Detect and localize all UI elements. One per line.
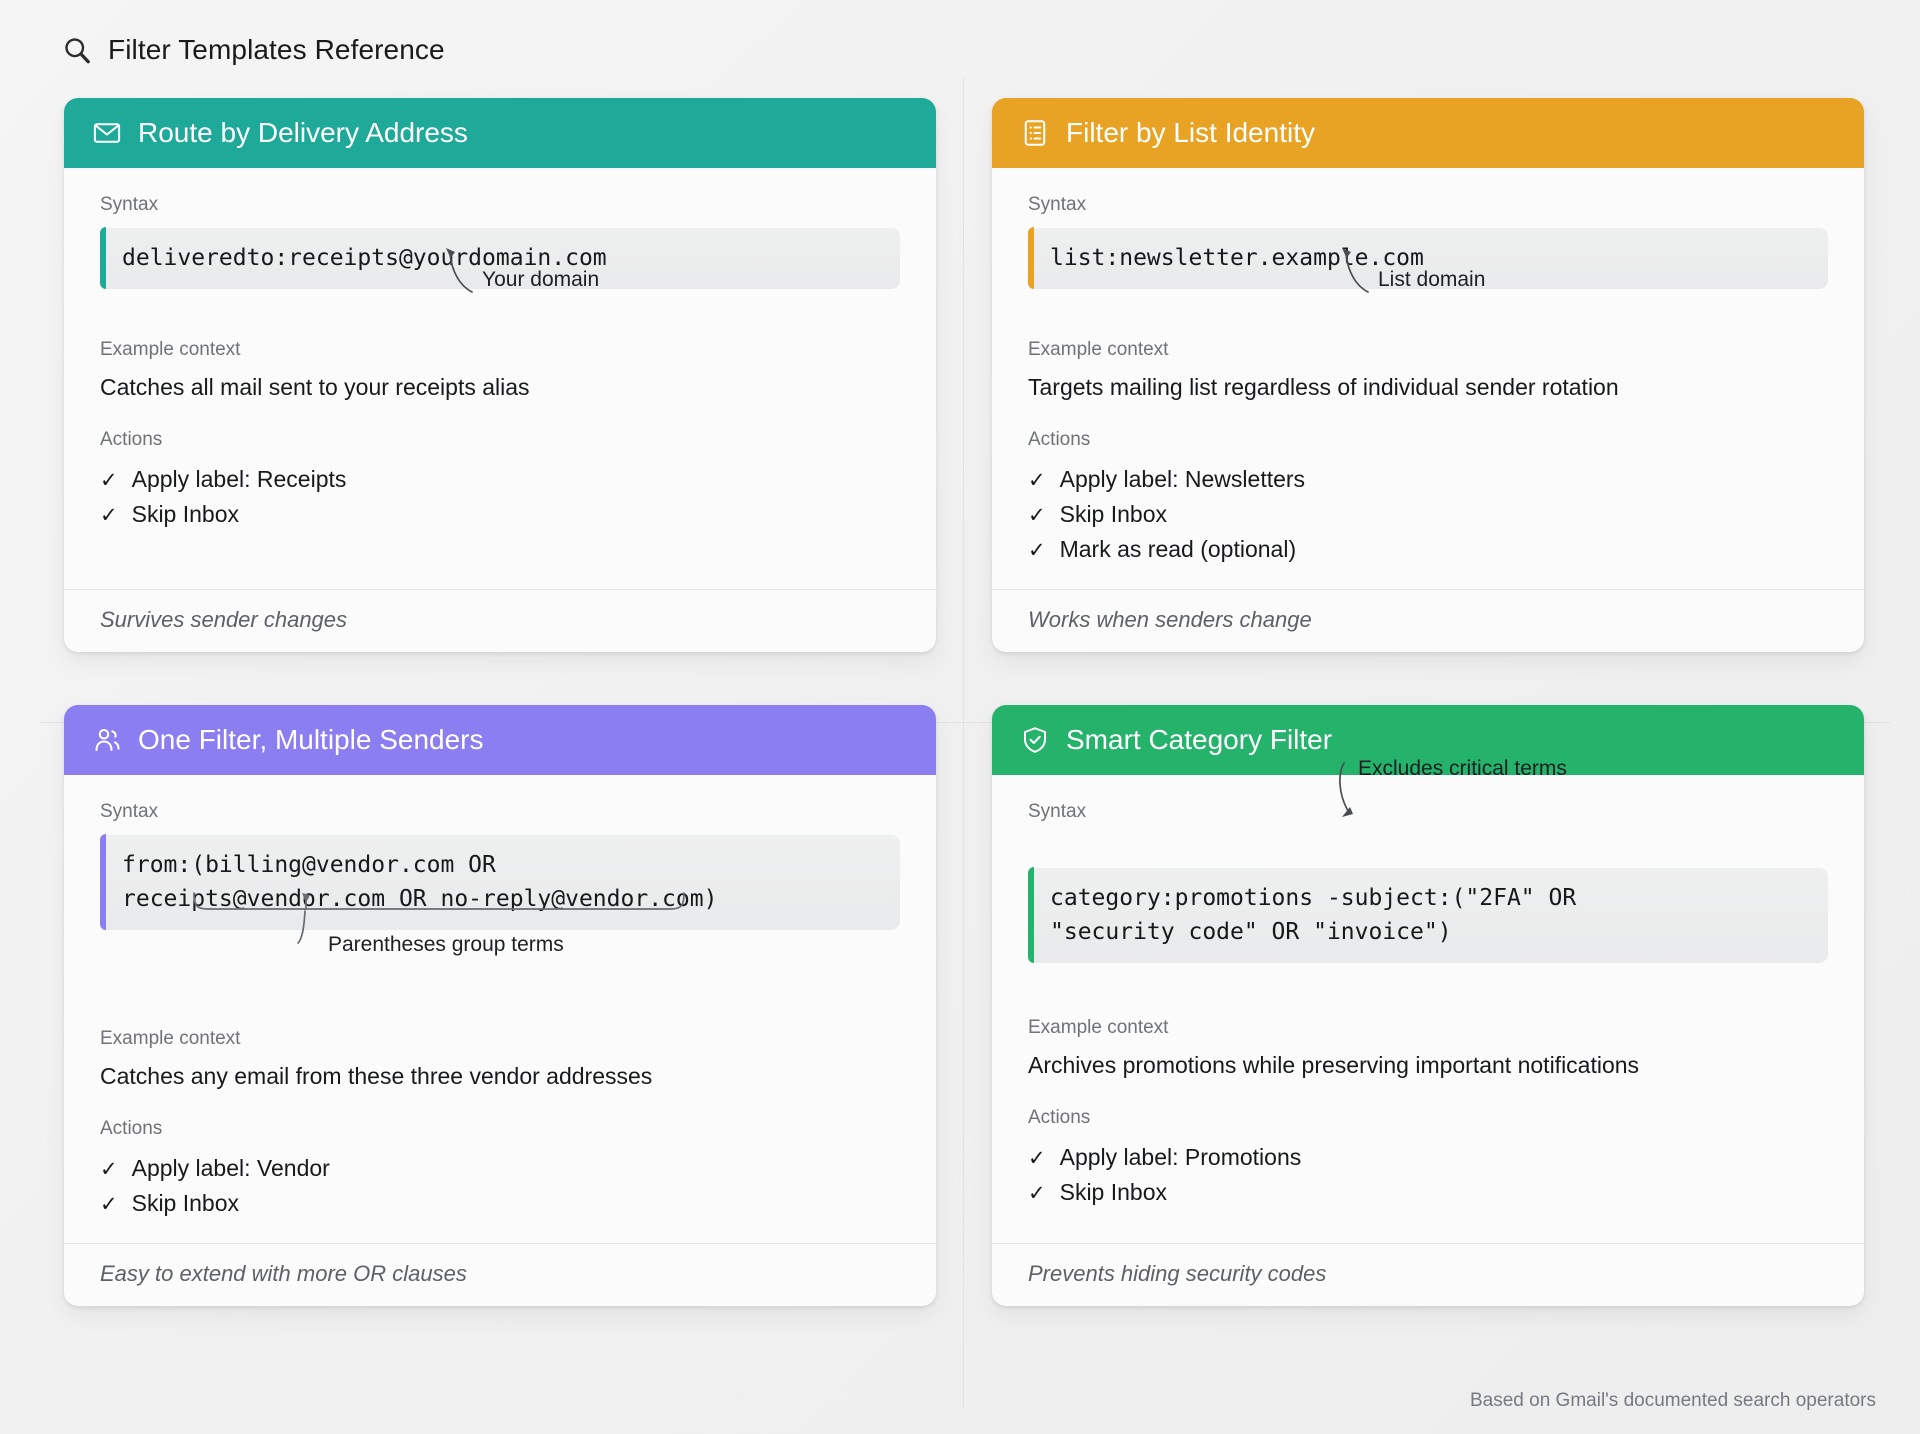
card-body: Syntax list:newsletter.example.com List …	[992, 168, 1864, 589]
check-icon: ✓	[100, 469, 118, 493]
syntax-label: Syntax	[1028, 194, 1087, 215]
card-body: Syntax from:(billing@vendor.com OR recei…	[64, 775, 936, 1243]
syntax-block: list:newsletter.example.com	[1028, 227, 1828, 290]
action-item: ✓ Skip Inbox	[1028, 497, 1828, 532]
action-label: Skip Inbox	[1059, 501, 1168, 528]
card-footer: Works when senders change	[992, 588, 1864, 652]
card-body: Syntax deliveredto:receipts@yourdomain.c…	[64, 168, 936, 589]
card-route-by-delivery-address[interactable]: Route by Delivery Address Syntax deliver…	[64, 98, 936, 652]
card-body: Syntax Excludes critical terms category:…	[992, 757, 1864, 1243]
syntax-label: Syntax	[1028, 800, 1087, 822]
syntax-code[interactable]: deliveredto:receipts@yourdomain.com	[100, 227, 900, 290]
page-title: Filter Templates Reference	[108, 34, 445, 65]
action-label: Skip Inbox	[1059, 1179, 1168, 1205]
card-title: Smart Category Filter	[1066, 723, 1333, 755]
check-icon: ✓	[100, 504, 118, 528]
action-item: ✓ Skip Inbox	[1028, 1175, 1828, 1210]
action-label: Skip Inbox	[131, 501, 240, 528]
actions-label: Actions	[1028, 429, 1091, 451]
check-icon: ✓	[1028, 469, 1046, 493]
syntax-code[interactable]: list:newsletter.example.com	[1028, 227, 1828, 290]
syntax-label: Syntax	[100, 800, 159, 822]
search-icon	[62, 35, 92, 65]
actions-label: Actions	[1028, 1107, 1091, 1129]
card-header: Route by Delivery Address	[64, 98, 936, 168]
example-context-text: Archives promotions while preserving imp…	[1028, 1052, 1640, 1078]
action-label: Apply label: Promotions	[1059, 1144, 1302, 1171]
syntax-code[interactable]: category:promotions -subject:("2FA" OR "…	[1028, 866, 1828, 963]
card-footer: Survives sender changes	[64, 588, 936, 652]
example-context-label: Example context	[1028, 1017, 1169, 1038]
example-context-block: Example context Archives promotions whil…	[1028, 1017, 1828, 1081]
check-icon: ✓	[1028, 538, 1046, 562]
check-icon: ✓	[100, 1158, 118, 1182]
action-item: ✓ Apply label: Promotions	[1028, 1140, 1828, 1175]
action-label: Apply label: Vendor	[131, 1155, 330, 1182]
source-caption: Based on Gmail's documented search opera…	[1469, 1390, 1876, 1411]
action-item: ✓ Skip Inbox	[100, 1186, 900, 1221]
example-context-block: Example context Catches any email from t…	[100, 1028, 900, 1092]
action-label: Mark as read (optional)	[1059, 535, 1297, 562]
card-header: One Filter, Multiple Senders	[64, 704, 936, 775]
example-context-label: Example context	[100, 339, 241, 361]
actions-block: Actions ✓ Apply label: Newsletters ✓ Ski…	[1028, 429, 1828, 589]
card-title: Filter by List Identity	[1066, 117, 1315, 148]
action-item: ✓ Apply label: Receipts	[100, 462, 900, 497]
actions-block: Actions ✓ Apply label: Promotions ✓ Skip…	[1028, 1107, 1828, 1232]
actions-block: Actions ✓ Apply label: Receipts ✓ Skip I…	[100, 429, 900, 554]
action-label: Apply label: Receipts	[131, 466, 347, 493]
card-smart-category-filter[interactable]: Smart Category Filter Syntax Excludes cr…	[992, 704, 1864, 1306]
envelope-icon	[92, 118, 122, 148]
actions-block: Actions ✓ Apply label: Vendor ✓ Skip Inb…	[100, 1118, 900, 1243]
syntax-code[interactable]: from:(billing@vendor.com OR receipts@ven…	[100, 833, 900, 930]
example-context-label: Example context	[100, 1028, 241, 1049]
example-context-label: Example context	[1028, 339, 1169, 361]
example-context-block: Example context Catches all mail sent to…	[100, 339, 900, 403]
card-title: Route by Delivery Address	[138, 117, 468, 148]
check-icon: ✓	[1028, 1147, 1046, 1171]
users-icon	[92, 725, 122, 755]
grid-divider-vertical	[963, 78, 964, 1408]
syntax-block: from:(billing@vendor.com OR receipts@ven…	[100, 833, 900, 930]
card-header: Smart Category Filter	[992, 704, 1864, 775]
card-one-filter-multiple-senders[interactable]: One Filter, Multiple Senders Syntax from…	[64, 704, 936, 1306]
example-context-text: Catches any email from these three vendo…	[100, 1063, 653, 1089]
action-item: ✓ Skip Inbox	[100, 497, 900, 532]
syntax-label: Syntax	[100, 194, 159, 215]
cards-grid: Route by Delivery Address Syntax deliver…	[64, 98, 1864, 1306]
example-context-text: Targets mailing list regardless of indiv…	[1028, 374, 1619, 401]
action-item: ✓ Apply label: Vendor	[100, 1151, 900, 1186]
example-context-text: Catches all mail sent to your receipts a…	[100, 374, 530, 401]
grid-divider-horizontal	[40, 722, 1890, 723]
card-footer: Easy to extend with more OR clauses	[64, 1242, 936, 1306]
check-icon: ✓	[1028, 1182, 1046, 1205]
example-context-block: Example context Targets mailing list reg…	[1028, 339, 1828, 403]
action-item: ✓ Apply label: Newsletters	[1028, 462, 1828, 497]
shield-check-icon	[1020, 725, 1050, 755]
action-label: Skip Inbox	[131, 1190, 240, 1216]
actions-label: Actions	[100, 429, 163, 451]
action-item: ✓ Mark as read (optional)	[1028, 532, 1828, 567]
annotation-label: Parentheses group terms	[328, 932, 564, 956]
actions-label: Actions	[100, 1118, 163, 1140]
syntax-block: category:promotions -subject:("2FA" OR "…	[1028, 866, 1828, 963]
syntax-block: deliveredto:receipts@yourdomain.com	[100, 227, 900, 290]
card-title: One Filter, Multiple Senders	[138, 723, 484, 755]
check-icon: ✓	[100, 1193, 118, 1216]
page-header: Filter Templates Reference	[62, 28, 445, 72]
list-document-icon	[1020, 118, 1050, 148]
card-footer: Prevents hiding security codes	[992, 1242, 1864, 1306]
action-label: Apply label: Newsletters	[1059, 466, 1306, 493]
check-icon: ✓	[1028, 504, 1046, 528]
card-header: Filter by List Identity	[992, 98, 1864, 168]
card-filter-by-list-identity[interactable]: Filter by List Identity Syntax list:news…	[992, 98, 1864, 652]
